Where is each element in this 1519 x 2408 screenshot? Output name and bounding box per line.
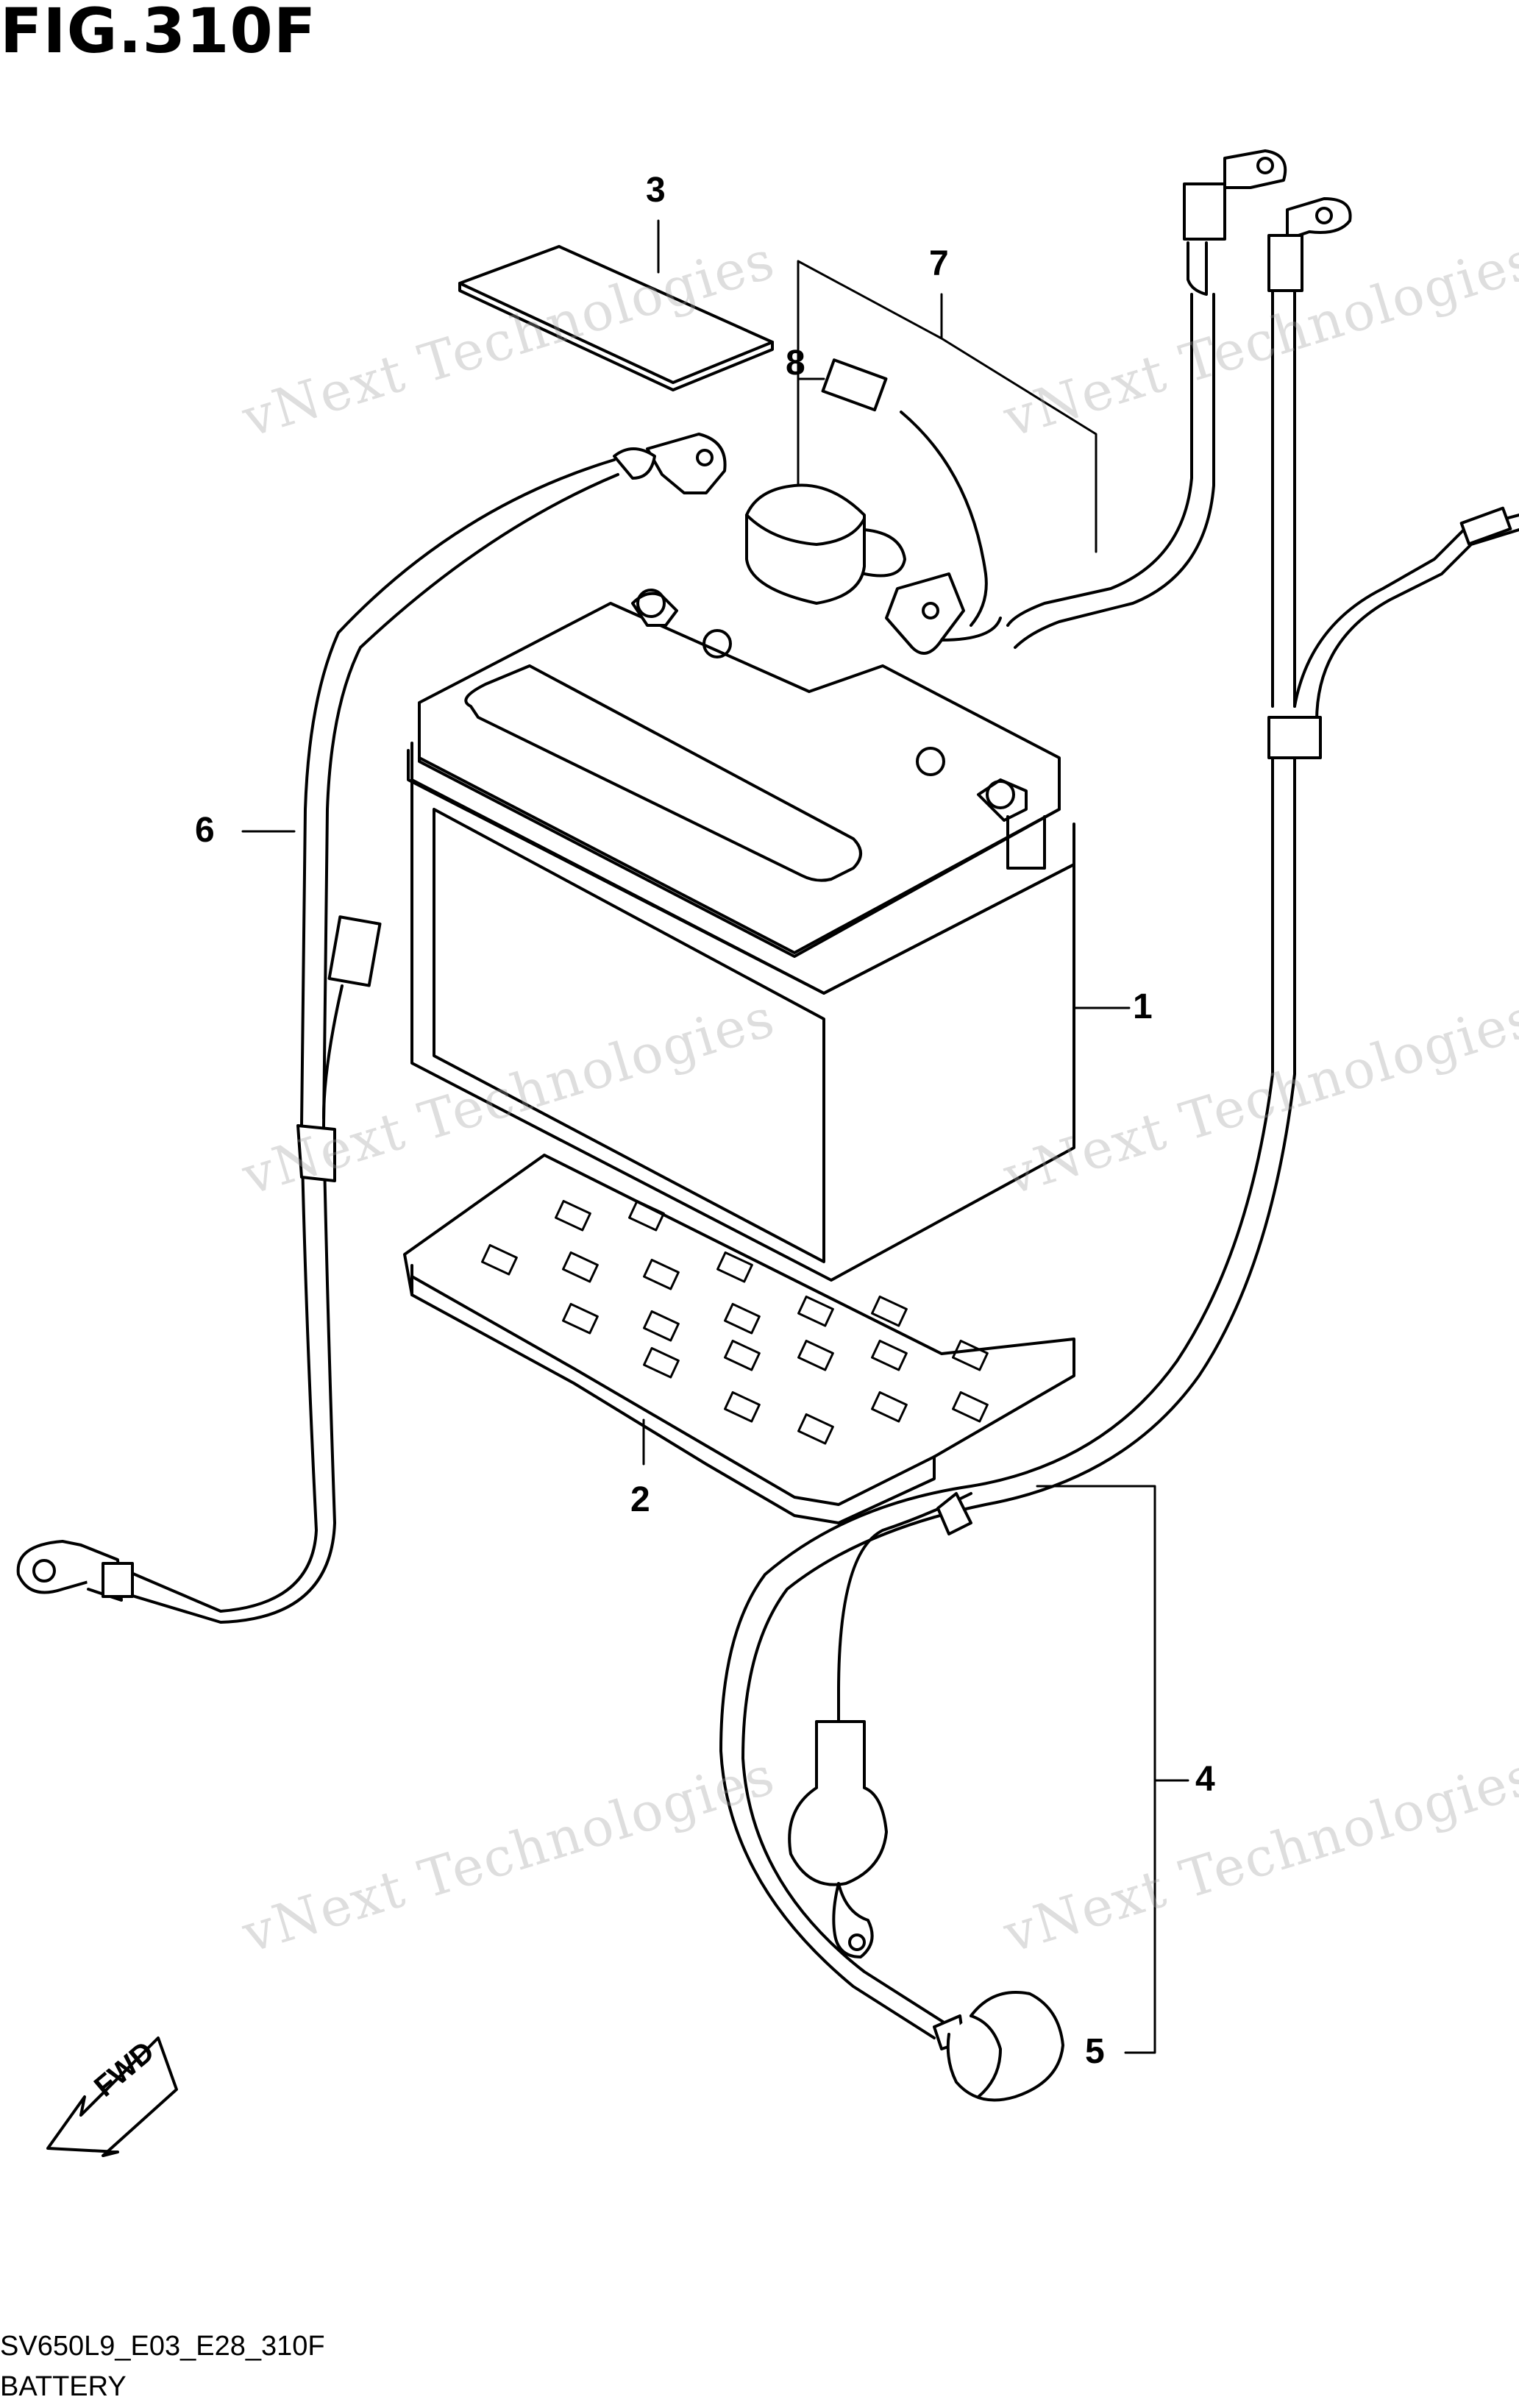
starter-cables-part [885, 149, 1352, 708]
ground-lead-part [719, 506, 1519, 2102]
callout-5: 5 [1085, 2032, 1105, 2071]
callout-3: 3 [646, 171, 666, 210]
figure-name: BATTERY [0, 2371, 127, 2402]
battery-minus-lead-part [16, 433, 727, 1624]
callout-7: 7 [929, 244, 949, 283]
callout-8: 8 [786, 344, 805, 383]
callout-6: 6 [195, 811, 215, 850]
callout-2: 2 [630, 1480, 650, 1519]
figure-title: FIG.310F [0, 0, 317, 67]
leader-lines [241, 219, 1189, 2054]
callout-4: 4 [1195, 1760, 1215, 1799]
battery-pad-part [458, 245, 774, 391]
figure-code: SV650L9_E03_E28_310F [0, 2331, 325, 2362]
battery-part [407, 589, 1075, 1282]
forward-direction-arrow-icon [46, 2036, 178, 2157]
terminal-cap-part [745, 358, 988, 627]
battery-tray-part [403, 1154, 1075, 1524]
callout-1: 1 [1133, 987, 1153, 1026]
